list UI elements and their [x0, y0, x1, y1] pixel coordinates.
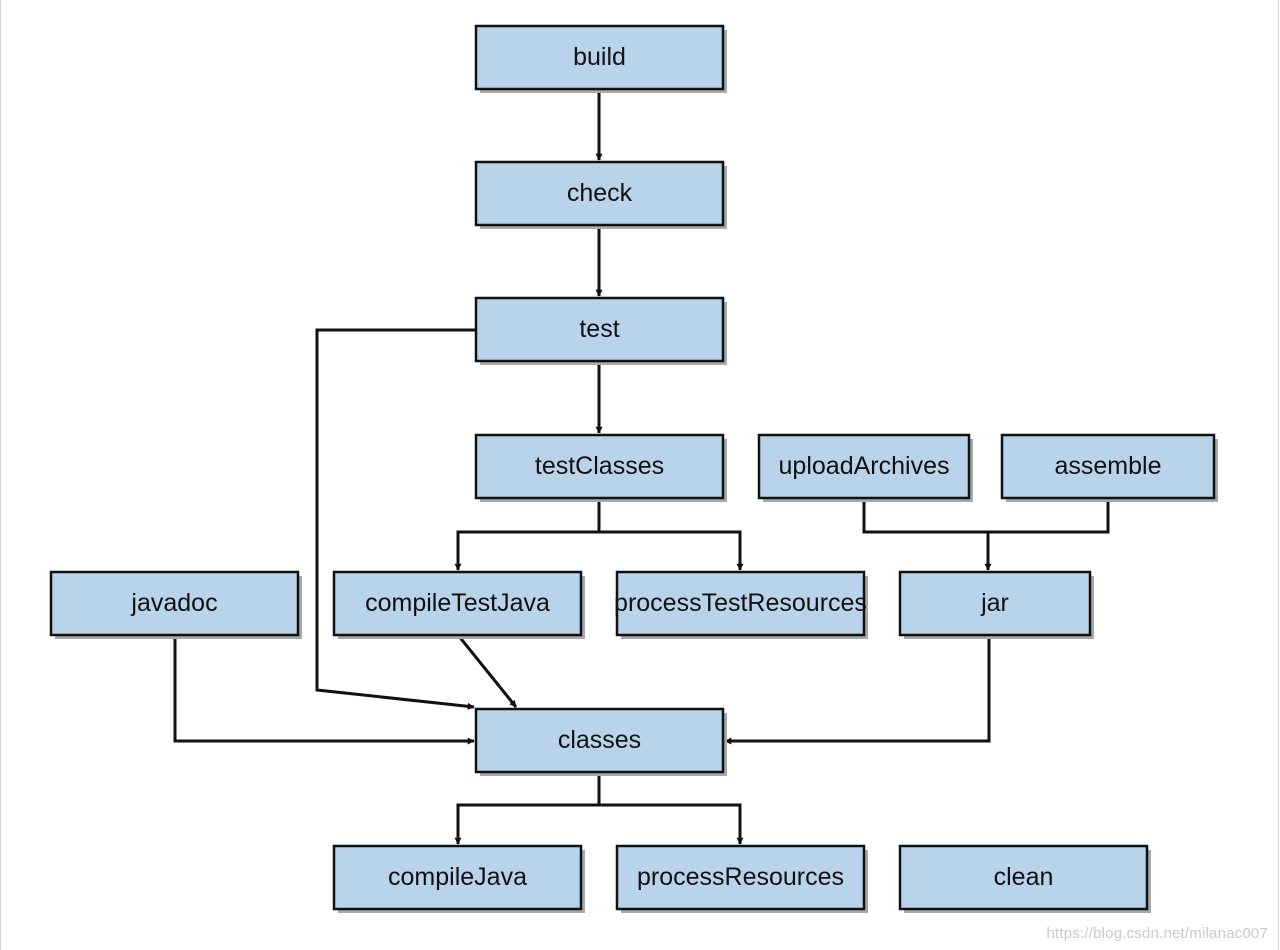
node-box [474, 296, 725, 363]
edges [173, 89, 1110, 845]
node-check: check [474, 160, 727, 229]
watermark-text: https://blog.csdn.net/milanac007 [1046, 925, 1268, 942]
edge-classes-to-processResources [599, 803, 744, 845]
edge-compileTestJava-to-classes [456, 634, 518, 708]
left-frame-line [0, 0, 1, 950]
node-compileJava: compileJava [332, 844, 585, 913]
node-box [474, 160, 725, 227]
node-uploadArchives: uploadArchives [757, 433, 973, 502]
node-box [1000, 433, 1216, 500]
node-label-assemble: assemble [1055, 452, 1162, 480]
node-label-classes: classes [558, 726, 641, 754]
node-box [898, 570, 1092, 637]
node-box [898, 844, 1149, 911]
node-box [332, 844, 583, 911]
node-label-build: build [573, 43, 626, 71]
node-label-clean: clean [994, 863, 1054, 891]
node-testClasses: testClasses [474, 433, 727, 502]
edge-assemble-to-jar [988, 498, 1110, 534]
edge-testClasses-to-compileTestJava [454, 498, 601, 571]
node-assemble: assemble [1000, 433, 1218, 502]
node-processTestResources: processTestResources [614, 570, 868, 639]
node-label-check: check [567, 179, 633, 207]
node-label-javadoc: javadoc [130, 589, 217, 617]
edge-uploadArchives-to-jar [862, 498, 992, 571]
edge-test-to-classes [315, 328, 476, 710]
edge-jar-to-classes [724, 635, 991, 745]
node-label-compileJava: compileJava [388, 863, 527, 891]
edge-testClasses-to-processTestResources [599, 530, 744, 571]
node-label-jar: jar [980, 589, 1009, 617]
node-box [474, 707, 725, 774]
node-label-compileTestJava: compileTestJava [365, 589, 550, 617]
node-box [474, 24, 725, 91]
node-box [757, 433, 971, 500]
node-box [615, 570, 866, 637]
nodes: build check test testClasses uploadArchives a… [49, 24, 1218, 913]
node-javadoc: javadoc [49, 570, 302, 639]
node-label-processResources: processResources [637, 863, 844, 891]
node-label-processTestResources: processTestResources [614, 589, 867, 617]
right-frame-line [1278, 0, 1279, 950]
node-label-uploadArchives: uploadArchives [779, 452, 950, 480]
node-box [474, 433, 725, 500]
node-classes: classes [474, 707, 727, 776]
node-jar: jar [898, 570, 1094, 639]
node-build: build [474, 24, 727, 93]
node-label-test: test [579, 315, 619, 343]
node-compileTestJava: compileTestJava [332, 570, 585, 639]
node-label-testClasses: testClasses [535, 452, 664, 480]
node-box [615, 844, 866, 911]
node-box [49, 570, 300, 637]
node-clean: clean [898, 844, 1151, 913]
edge-javadoc-to-classes [173, 635, 475, 745]
edge-classes-to-compileJava [454, 772, 601, 845]
node-processResources: processResources [615, 844, 868, 913]
node-test: test [474, 296, 727, 365]
node-box [332, 570, 583, 637]
